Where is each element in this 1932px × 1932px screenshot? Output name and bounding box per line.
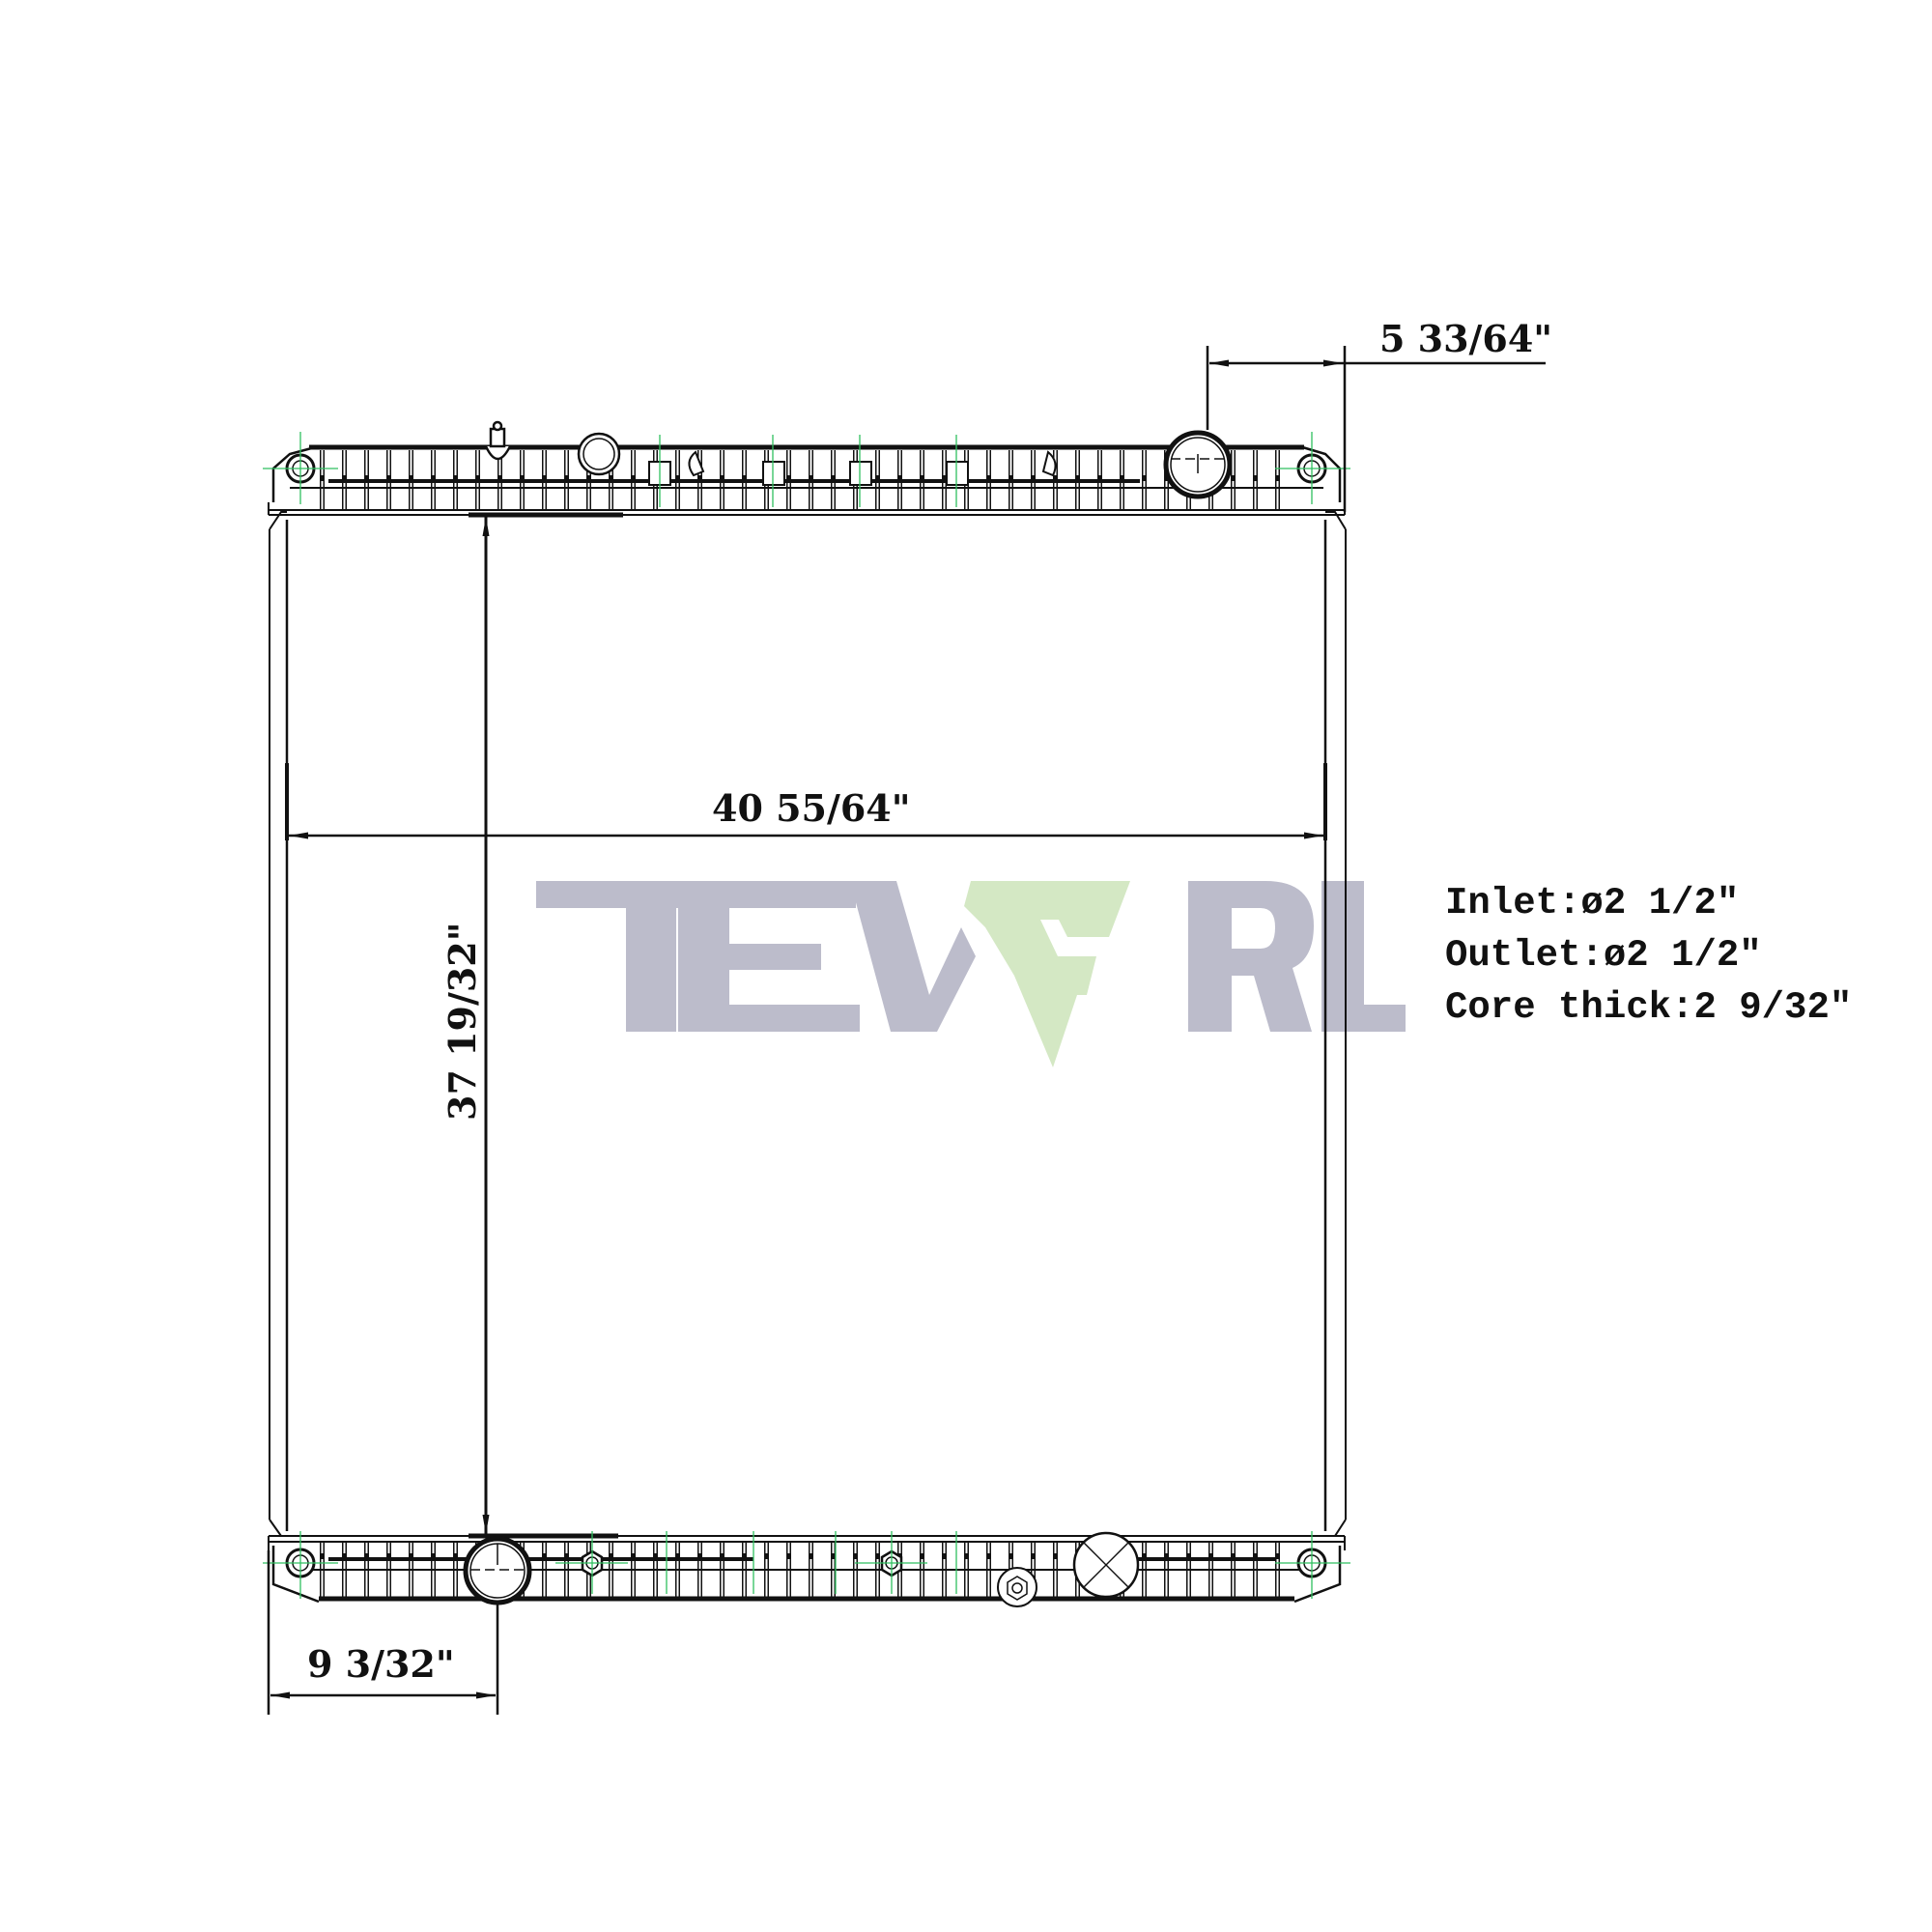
top-tank: [263, 420, 1350, 518]
outlet-spec: Outlet:ø2 1/2": [1445, 934, 1762, 977]
core-thickness-spec: Core thick:2 9/32": [1445, 986, 1853, 1029]
inlet-port-icon: [1163, 430, 1233, 499]
top-filler-neck-icon: [484, 420, 512, 461]
bottom-centerlines: [263, 1531, 1350, 1599]
top-tank-brackets: [648, 450, 1057, 486]
teverl-watermark-logo: [531, 869, 1410, 1072]
bottom-sensor-boss-icon: [997, 1567, 1037, 1607]
top-centerlines: [263, 432, 1350, 507]
bottom-blank-port-icon: [1072, 1531, 1140, 1599]
watermark-logo-icon: [536, 881, 1406, 1067]
dimension-top-offset: [1206, 346, 1546, 512]
outlet-port-icon: [463, 1536, 532, 1605]
inlet-spec: Inlet:ø2 1/2": [1445, 882, 1740, 924]
core-frame: [269, 511, 1347, 1537]
dimension-bottom-offset: [267, 1550, 499, 1715]
top-vent-port-icon: [577, 432, 621, 476]
top-offset-label: 5 33/64": [1379, 317, 1552, 360]
bottom-offset-label: 9 3/32": [307, 1642, 455, 1686]
core-height-label: 37 19/32": [440, 922, 484, 1121]
core-width-label: 40 55/64": [712, 786, 911, 830]
bottom-tank: [263, 1531, 1350, 1607]
